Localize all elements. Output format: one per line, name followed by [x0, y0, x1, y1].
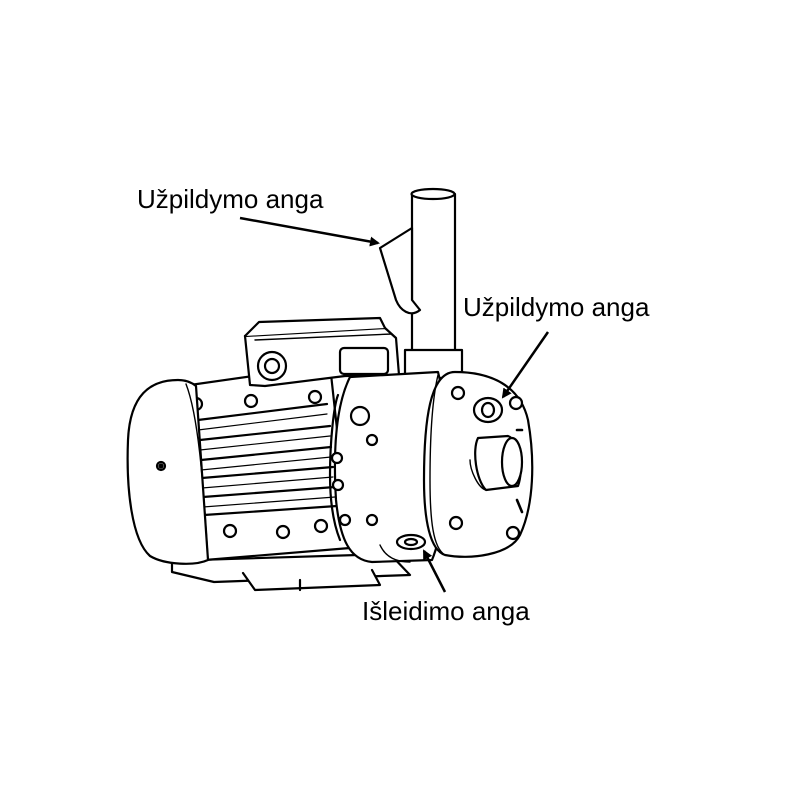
drain-port-label: Išleidimo anga [362, 596, 530, 626]
drain-port [379, 533, 427, 563]
motor-end-cap [126, 378, 210, 565]
fill-port-label-top: Užpildymo anga [137, 184, 324, 214]
pump-housing [328, 370, 449, 564]
arrow-drain [422, 549, 447, 593]
pump-illustration [126, 187, 534, 592]
fill-pipe [378, 187, 464, 380]
pump-face [422, 370, 534, 558]
terminal-box [243, 316, 401, 388]
base-plate [170, 552, 412, 592]
arrow-fill-top [239, 216, 380, 247]
motor-body [188, 363, 352, 562]
arrow-fill-right [501, 331, 550, 399]
fill-port-label-right: Užpildymo anga [463, 292, 650, 322]
callout-arrows [239, 216, 550, 593]
